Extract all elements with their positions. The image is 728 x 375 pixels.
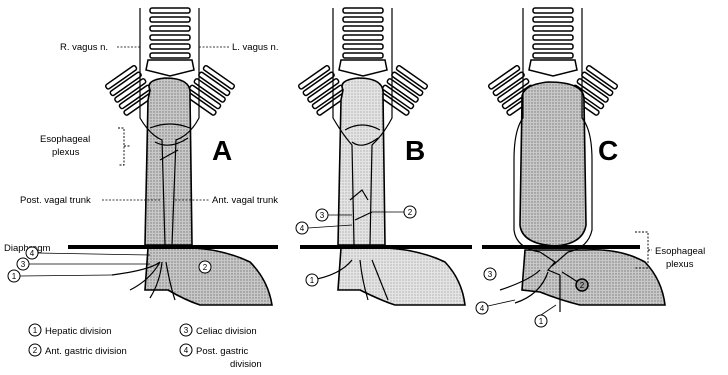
esophageal-plexus-label-line1: Esophageal — [40, 134, 90, 145]
svg-text:1: 1 — [539, 317, 544, 326]
svg-text:4: 4 — [184, 346, 189, 355]
esophageal-plexus-right-line2: plexus — [666, 259, 694, 270]
legend-post-gastric-line2: division — [230, 359, 262, 370]
svg-text:3: 3 — [320, 211, 325, 220]
svg-text:1: 1 — [12, 272, 17, 281]
l-vagus-label: L. vagus n. — [232, 42, 278, 53]
legend-ant-gastric: Ant. gastric division — [45, 346, 127, 357]
esophagus-b — [338, 78, 385, 245]
stomach-b — [338, 248, 465, 305]
svg-text:3: 3 — [488, 270, 493, 279]
svg-text:2: 2 — [580, 281, 585, 290]
svg-text:4: 4 — [480, 304, 485, 313]
panel-label-b: B — [405, 135, 425, 166]
panel-b: B — [298, 8, 472, 305]
svg-text:4: 4 — [30, 249, 35, 258]
svg-text:2: 2 — [33, 346, 38, 355]
panel-label-a: A — [212, 135, 232, 166]
diaphragm-bar-a — [68, 245, 278, 249]
stomach-a — [145, 248, 272, 305]
diaphragm-bar-b — [300, 245, 472, 249]
svg-text:4: 4 — [300, 224, 305, 233]
svg-text:3: 3 — [184, 326, 189, 335]
legend-hepatic: Hepatic division — [45, 326, 112, 337]
svg-text:3: 3 — [21, 260, 26, 269]
esophageal-plexus-right-line1: Esophageal — [655, 246, 705, 257]
svg-text:2: 2 — [203, 263, 208, 272]
esophageal-plexus-label-line2: plexus — [52, 147, 80, 158]
ant-vagal-trunk-label: Ant. vagal trunk — [212, 195, 278, 206]
esophagus-c — [520, 82, 586, 246]
stomach-c — [522, 250, 665, 305]
svg-text:1: 1 — [310, 276, 315, 285]
legend-celiac: Celiac division — [196, 326, 257, 337]
esophagus-a — [145, 78, 192, 245]
legend-post-gastric-line1: Post. gastric — [196, 346, 249, 357]
panel-label-c: C — [598, 135, 618, 166]
svg-text:2: 2 — [408, 208, 413, 217]
panel-c: C — [482, 8, 665, 312]
post-vagal-trunk-label: Post. vagal trunk — [20, 195, 91, 206]
svg-text:1: 1 — [33, 326, 38, 335]
legend: 1 Hepatic division 2 Ant. gastric divisi… — [29, 324, 262, 370]
diaphragm-bar-c — [482, 245, 640, 249]
r-vagus-label: R. vagus n. — [60, 42, 108, 53]
plexus-bracket-left — [118, 128, 130, 165]
